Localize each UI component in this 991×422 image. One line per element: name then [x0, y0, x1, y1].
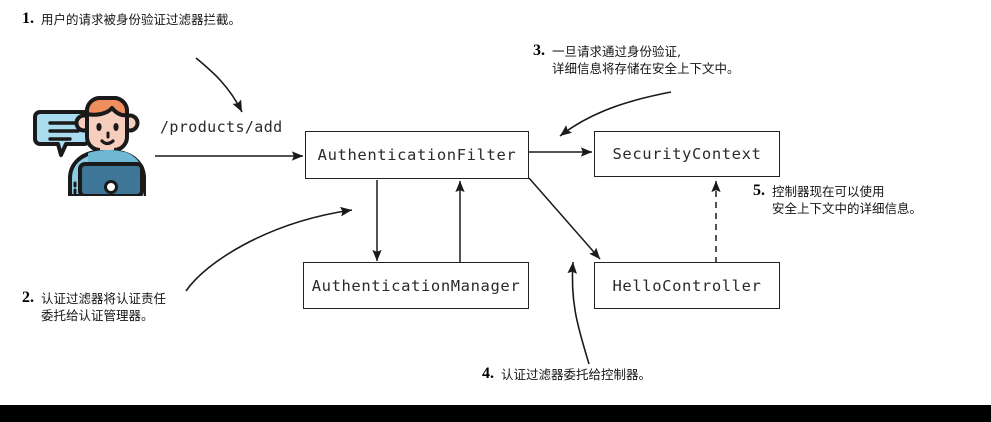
- callout-note-4: 4. 认证过滤器委托给控制器。: [482, 366, 651, 383]
- callout-5-line-2: 安全上下文中的详细信息。: [772, 201, 923, 216]
- callout-1-pointer: [195, 57, 243, 113]
- callout-note-2: 2. 认证过滤器将认证责任 委托给认证管理器。: [22, 290, 166, 324]
- box-security-context[interactable]: SecurityContext: [594, 131, 780, 177]
- box-hello-controller[interactable]: HelloController: [594, 262, 780, 309]
- callout-number-5: 5.: [753, 182, 765, 199]
- callout-number-3: 3.: [533, 42, 545, 59]
- box-authentication-manager[interactable]: AuthenticationManager: [303, 262, 529, 309]
- callout-number-1: 1.: [22, 10, 34, 27]
- arrow-filter-to-controller: [528, 177, 601, 260]
- callout-note-1: 1. 用户的请求被身份验证过滤器拦截。: [22, 11, 241, 28]
- callout-text-3: 一旦请求通过身份验证, 详细信息将存储在安全上下文中。: [552, 43, 740, 77]
- callout-text-5: 控制器现在可以使用 安全上下文中的详细信息。: [772, 183, 922, 217]
- callout-2-pointer: [185, 206, 353, 292]
- callout-3-pointer: [559, 91, 672, 137]
- callout-note-5: 5. 控制器现在可以使用 安全上下文中的详细信息。: [753, 183, 922, 217]
- callout-number-2: 2.: [22, 289, 34, 306]
- request-url-label: /products/add: [160, 118, 283, 136]
- callout-text-2: 认证过滤器将认证责任 委托给认证管理器。: [41, 290, 166, 324]
- callout-4-line-1: 认证过滤器委托给控制器。: [501, 367, 652, 382]
- box-authentication-filter[interactable]: AuthenticationFilter: [305, 131, 529, 179]
- callout-3-line-1: 一旦请求通过身份验证,: [552, 44, 681, 59]
- callout-5-line-1: 控制器现在可以使用: [772, 184, 885, 199]
- callout-1-line-1: 用户的请求被身份验证过滤器拦截。: [41, 12, 242, 27]
- callout-text-4: 认证过滤器委托给控制器。: [501, 366, 651, 383]
- user-avatar-icon: [18, 88, 168, 198]
- callout-2-line-1: 认证过滤器将认证责任: [41, 291, 167, 306]
- callout-text-1: 用户的请求被身份验证过滤器拦截。: [41, 11, 241, 28]
- callout-3-line-2: 详细信息将存储在安全上下文中。: [552, 61, 740, 76]
- callout-2-line-2: 委托给认证管理器。: [41, 308, 154, 323]
- callout-note-3: 3. 一旦请求通过身份验证, 详细信息将存储在安全上下文中。: [533, 43, 740, 77]
- callout-number-4: 4.: [482, 365, 494, 382]
- bottom-bar: [0, 405, 991, 422]
- callout-4-pointer: [567, 261, 590, 365]
